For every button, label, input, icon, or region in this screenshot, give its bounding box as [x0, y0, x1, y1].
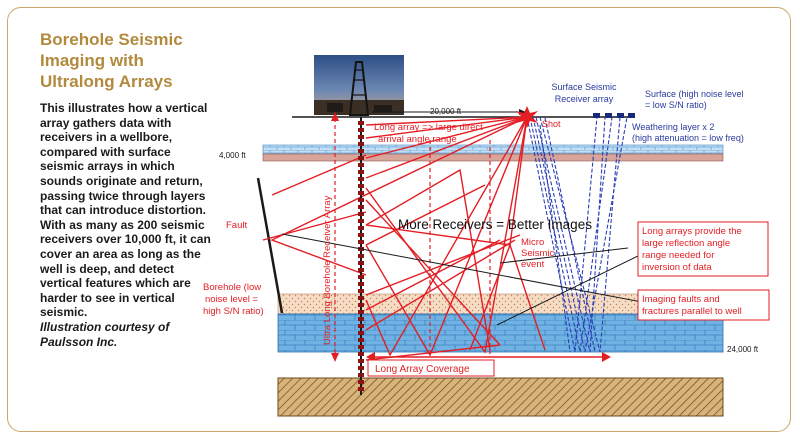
borehole-receiver — [358, 128, 364, 132]
borehole-receiver — [358, 261, 364, 265]
weathering-layer — [262, 144, 724, 155]
depth-top-label: 4,000 ft — [219, 151, 246, 160]
micro-seismic-2: Seismic — [521, 248, 555, 259]
red-ray-paths — [262, 116, 546, 361]
borehole-receiver — [358, 191, 364, 195]
surface-note-2: = low S/N ratio) — [645, 100, 707, 110]
depth-bottom-label: 24,000 ft — [727, 345, 759, 354]
borehole-receiver — [358, 240, 364, 244]
borehole-receiver — [358, 317, 364, 321]
border-frame — [7, 7, 791, 432]
pink-layer — [262, 153, 724, 162]
borehole-receiver — [358, 373, 364, 377]
borehole-receiver — [358, 254, 364, 258]
borehole-receiver — [358, 275, 364, 279]
borehole-receiver — [358, 268, 364, 272]
caption-body: This illustrates how a vertical array ga… — [40, 101, 218, 349]
distance-label: 20,000 ft — [430, 107, 462, 116]
borehole-note-3: high S/N ratio) — [203, 306, 264, 317]
borehole-receiver — [358, 380, 364, 384]
borehole-receiver — [358, 135, 364, 139]
faults-note-box — [637, 289, 770, 321]
borehole-receiver — [358, 338, 364, 342]
faults-note-1: Imaging faults and — [642, 294, 720, 305]
borehole-receiver — [358, 289, 364, 293]
pointer-lines — [281, 233, 643, 326]
borehole-receiver — [358, 233, 364, 237]
borehole-receiver — [358, 352, 364, 356]
shot-label: Shot — [542, 119, 561, 129]
weathering-note-1: Weathering layer x 2 — [632, 122, 714, 132]
borehole-receiver — [358, 142, 364, 146]
borehole-receiver — [358, 366, 364, 370]
micro-seismic-3: event — [521, 259, 545, 270]
borehole-receiver — [358, 219, 364, 223]
reflection-note-2: large reflection angle — [642, 238, 730, 249]
reflection-note-3: range needed for — [642, 250, 714, 261]
borehole-receiver — [358, 324, 364, 328]
basement-layer — [277, 377, 724, 417]
weathering-note-2: (high attenuation = low freq) — [632, 133, 744, 143]
borehole-receiver — [358, 282, 364, 286]
reflection-note-4: inversion of data — [642, 262, 712, 273]
coverage-label: Long Array Coverage — [375, 364, 470, 375]
caption-text: This illustrates how a vertical array ga… — [40, 101, 211, 320]
caption-title: Borehole Seismic Imaging with Ultralong … — [40, 30, 183, 91]
borehole-receiver — [358, 226, 364, 230]
dimension-arrows — [331, 112, 339, 362]
fault-label: Fault — [226, 220, 247, 231]
long-array-note-2: arrival angle range — [378, 134, 457, 145]
borehole-note-1: Borehole (low — [203, 282, 261, 293]
borehole-receiver — [358, 310, 364, 314]
borehole-receiver — [358, 163, 364, 167]
borehole-receiver — [358, 387, 364, 391]
dimension-lines — [334, 118, 491, 357]
faults-note-2: fractures parallel to well — [642, 306, 742, 317]
reflection-note-box — [637, 221, 769, 277]
vertical-array-label: Ultra Long Borehole Receiver Array — [322, 195, 333, 345]
borehole-receiver — [358, 359, 364, 363]
borehole-receiver — [358, 184, 364, 188]
borehole-receiver — [358, 303, 364, 307]
borehole-receiver — [358, 345, 364, 349]
borehole-note-2: noise level = — [205, 294, 259, 305]
caption-credit: Illustration courtesy of Paulsson Inc. — [40, 319, 170, 349]
blue-ray-paths — [526, 116, 628, 353]
coverage-box — [367, 359, 495, 377]
surface-receivers — [593, 113, 635, 118]
long-array-note-1: Long array => large direct — [374, 122, 483, 133]
micro-seismic-1: Micro — [521, 237, 544, 248]
drilling-rig-photo — [314, 55, 404, 116]
headline-label: More Receivers = Better Images — [398, 217, 592, 232]
borehole-receiver — [358, 198, 364, 202]
borehole-receiver — [358, 149, 364, 153]
borehole-receiver — [358, 212, 364, 216]
shot-star — [516, 106, 538, 128]
surface-note-1: Surface (high noise level — [645, 89, 744, 99]
surface-array-label-2: Receiver array — [555, 94, 614, 104]
borehole-receiver — [358, 177, 364, 181]
borehole-receiver — [358, 156, 364, 160]
borehole-receiver — [358, 205, 364, 209]
surface-array-label-1: Surface Seismic — [551, 82, 617, 92]
borehole-receiver — [358, 170, 364, 174]
reflection-note-1: Long arrays provide the — [642, 226, 742, 237]
borehole-receiver — [358, 121, 364, 125]
coverage-arrow-right — [602, 352, 611, 362]
fault-line — [256, 177, 284, 314]
borehole-receiver — [358, 296, 364, 300]
borehole-receiver — [358, 331, 364, 335]
